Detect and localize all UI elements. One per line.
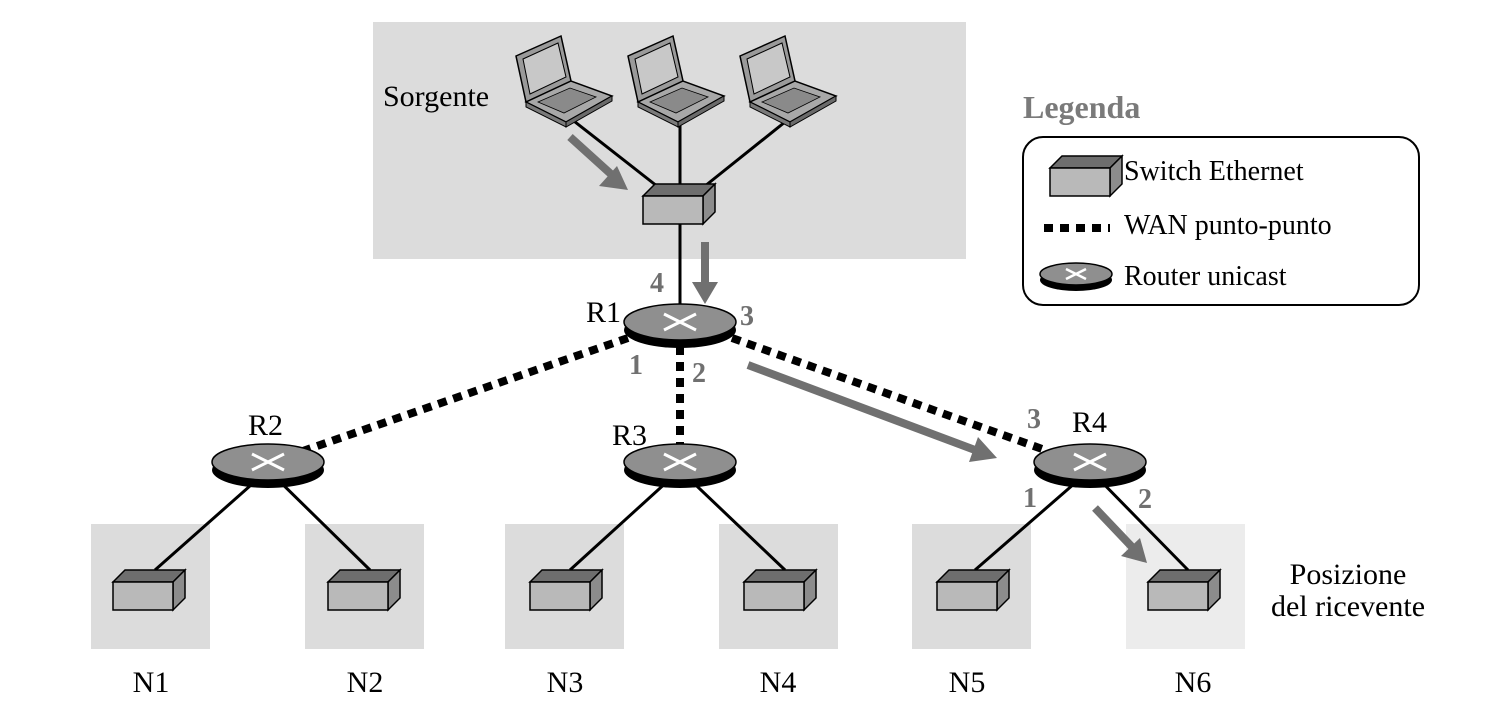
network-label-n2: N2	[347, 666, 384, 699]
switch-n3	[529, 569, 603, 611]
r4-port-3: 3	[1027, 404, 1041, 435]
legend-router-icon	[1039, 262, 1113, 291]
network-label-n5: N5	[949, 666, 986, 699]
source-switch	[642, 183, 716, 225]
receiver-label-line1: Posizione	[1290, 558, 1407, 591]
switch-n6	[1147, 569, 1221, 611]
router-label-r3: R3	[612, 419, 647, 452]
router-r1	[622, 302, 738, 350]
legend-title: Legenda	[1023, 89, 1140, 125]
router-label-r1: R1	[586, 296, 621, 329]
source-label: Sorgente	[383, 80, 489, 113]
router-r4	[1032, 442, 1148, 490]
r4-port-2: 2	[1138, 484, 1152, 515]
switch-n5	[936, 569, 1010, 611]
switch-n4	[743, 569, 817, 611]
legend-item-switch: Switch Ethernet	[1124, 156, 1304, 187]
wan-links	[298, 334, 1047, 456]
r4-port-1: 1	[1023, 483, 1037, 514]
network-label-n6: N6	[1175, 666, 1212, 699]
router-r2	[210, 442, 326, 490]
network-label-n4: N4	[760, 666, 797, 699]
legend-item-router: Router unicast	[1124, 261, 1287, 292]
receiver-label-line2: del ricevente	[1271, 590, 1425, 623]
traffic-arrows	[567, 134, 1147, 563]
network-label-n3: N3	[547, 666, 584, 699]
switch-n2	[327, 569, 401, 611]
r1-port-3: 3	[740, 301, 754, 332]
legend-switch-icon	[1049, 155, 1123, 197]
router-label-r2: R2	[248, 409, 283, 442]
network-label-n1: N1	[133, 666, 170, 699]
legend-item-wan: WAN punto-punto	[1124, 210, 1332, 241]
r1-port-4: 4	[650, 268, 664, 299]
switch-n1	[112, 569, 186, 611]
r1-port-2: 2	[692, 358, 706, 389]
r1-port-1: 1	[629, 350, 643, 381]
router-label-r4: R4	[1072, 406, 1107, 439]
